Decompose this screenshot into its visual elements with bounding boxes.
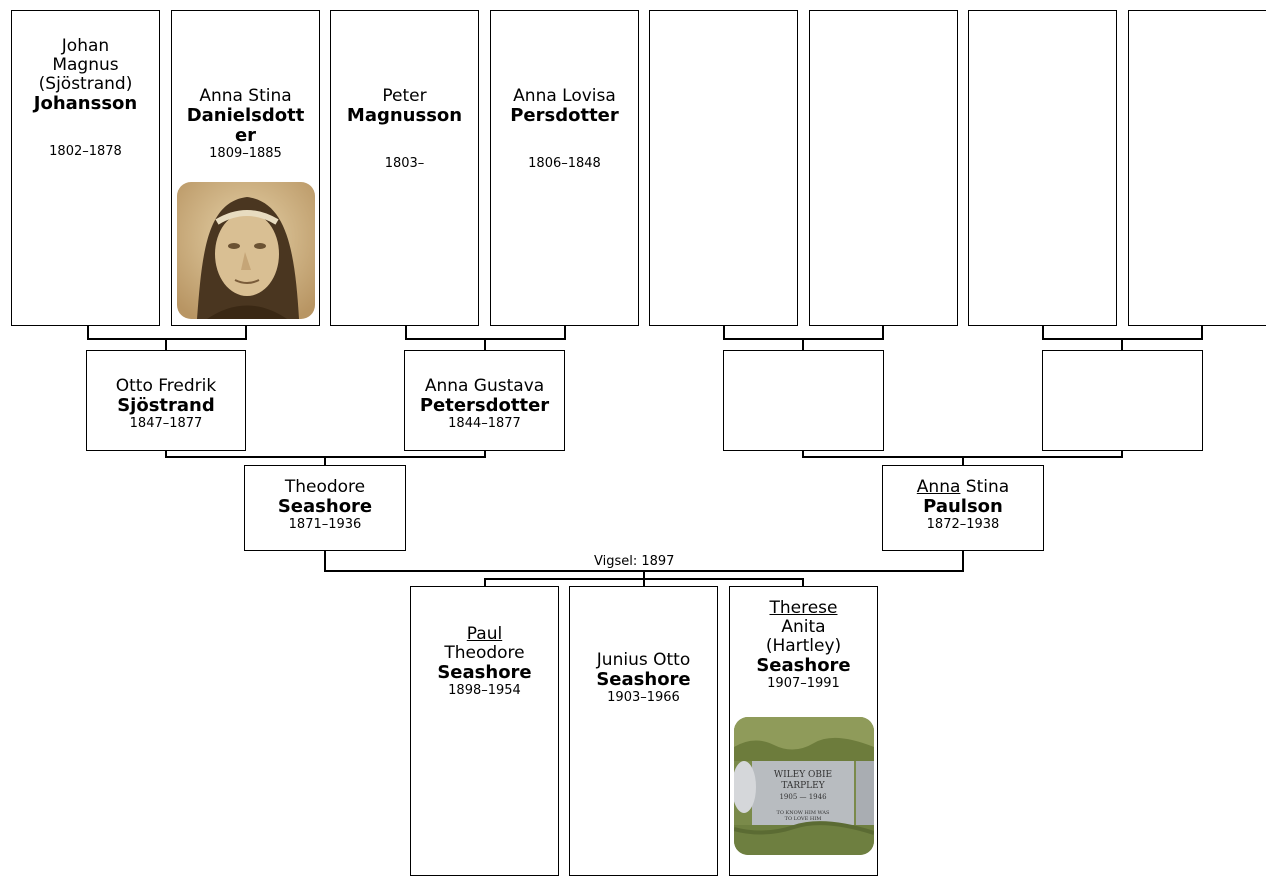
connector — [165, 450, 167, 458]
given-name: Anna Gustava — [424, 376, 545, 396]
gravestone-text: WILEY OBIE — [774, 770, 832, 780]
person-empty[interactable] — [809, 10, 958, 326]
given-name: Magnus — [52, 55, 119, 75]
given-name: Theodore — [444, 643, 525, 663]
connector — [1201, 325, 1203, 339]
surname: er — [234, 125, 257, 146]
alt-name: (Hartley) — [765, 636, 842, 656]
life-dates: 1806–1848 — [528, 156, 601, 171]
life-dates: 1898–1954 — [448, 683, 521, 698]
connector — [962, 456, 964, 466]
person-empty[interactable] — [968, 10, 1117, 326]
connector — [484, 450, 486, 458]
given-name: Anna Lovisa — [513, 86, 616, 106]
life-dates: 1809–1885 — [209, 146, 282, 161]
person-empty[interactable] — [649, 10, 798, 326]
connector — [802, 338, 804, 351]
life-dates: 1803– — [384, 156, 425, 171]
given-name-rest: Stina — [960, 477, 1010, 497]
connector — [405, 325, 407, 339]
person-johan-magnus-johansson[interactable]: Johan Magnus (Sjöstrand) Johansson 1802–… — [11, 10, 160, 326]
person-paul-theodore-seashore[interactable]: Paul Theodore Seashore 1898–1954 — [410, 586, 559, 876]
person-anna-gustava-petersdotter[interactable]: Anna Gustava Petersdotter 1844–1877 — [404, 350, 565, 451]
given-name: Theodore — [284, 477, 366, 497]
connector — [165, 338, 167, 351]
preferred-name: Paul — [466, 624, 503, 644]
person-junius-otto-seashore[interactable]: Junius Otto Seashore 1903–1966 — [569, 586, 718, 876]
connector — [484, 578, 486, 587]
person-empty[interactable] — [1042, 350, 1203, 451]
person-empty[interactable] — [1128, 10, 1266, 326]
connector — [87, 338, 247, 340]
given-name: Junius Otto — [596, 650, 691, 670]
surname: Persdotter — [510, 105, 619, 126]
person-anna-stina-paulson[interactable]: Anna Stina Paulson 1872–1938 — [882, 465, 1044, 551]
connector — [1121, 338, 1123, 351]
connector — [962, 550, 964, 572]
connector — [1121, 450, 1123, 458]
gravestone-text: TO KNOW HIM WAS — [777, 810, 831, 816]
life-dates: 1907–1991 — [767, 676, 840, 691]
surname: Petersdotter — [419, 395, 550, 416]
given-name: Anita — [781, 617, 826, 637]
gravestone-text: TARPLEY — [781, 781, 825, 791]
connector — [882, 325, 884, 339]
surname: Magnusson — [346, 105, 463, 126]
life-dates: 1844–1877 — [448, 416, 521, 431]
connector — [723, 325, 725, 339]
life-dates: 1802–1878 — [49, 144, 122, 159]
connector — [87, 325, 89, 339]
surname: Seashore — [596, 669, 691, 690]
gravestone-text: TO LOVE HIM — [785, 816, 822, 822]
surname: Paulson — [923, 496, 1003, 517]
gravestone-photo[interactable]: WILEY OBIE TARPLEY 1905 — 1946 TO KNOW H… — [734, 717, 874, 855]
life-dates: 1872–1938 — [926, 517, 1000, 532]
preferred-name: Anna — [916, 477, 961, 497]
surname: Danielsdott — [186, 105, 305, 126]
connector — [245, 325, 247, 339]
connector — [802, 450, 804, 458]
alt-name: (Sjöstrand) — [38, 74, 133, 94]
person-otto-fredrik-sjostrand[interactable]: Otto Fredrik Sjöstrand 1847–1877 — [86, 350, 246, 451]
connector — [324, 550, 326, 572]
marriage-label: Vigsel: 1897 — [592, 554, 677, 569]
gravestone-text: 1905 — 1946 — [779, 793, 827, 801]
given-name: Johan — [61, 36, 110, 56]
given-name: Anna Stina — [199, 86, 292, 106]
life-dates: 1871–1936 — [288, 517, 362, 532]
life-dates: 1847–1877 — [129, 416, 203, 431]
portrait-photo[interactable] — [177, 182, 315, 319]
surname: Seashore — [437, 662, 532, 683]
connector — [564, 325, 566, 339]
connector — [643, 578, 645, 587]
surname: Sjöstrand — [117, 395, 215, 416]
given-name: Otto Fredrik — [115, 376, 217, 396]
connector — [324, 456, 326, 466]
connector — [802, 578, 804, 587]
life-dates: 1903–1966 — [607, 690, 680, 705]
surname: Seashore — [756, 655, 851, 676]
person-anna-lovisa-persdotter[interactable]: Anna Lovisa Persdotter 1806–1848 — [490, 10, 639, 326]
connector — [643, 570, 645, 580]
person-peter-magnusson[interactable]: Peter Magnusson 1803– — [330, 10, 479, 326]
surname: Johansson — [33, 93, 138, 114]
surname: Seashore — [277, 496, 373, 517]
person-theodore-seashore[interactable]: Theodore Seashore 1871–1936 — [244, 465, 406, 551]
connector — [1042, 325, 1044, 339]
given-name: Peter — [382, 86, 427, 106]
preferred-name: Therese — [769, 598, 838, 618]
person-empty[interactable] — [723, 350, 884, 451]
connector — [484, 338, 486, 351]
given-name: Anna Stina — [883, 478, 1043, 497]
